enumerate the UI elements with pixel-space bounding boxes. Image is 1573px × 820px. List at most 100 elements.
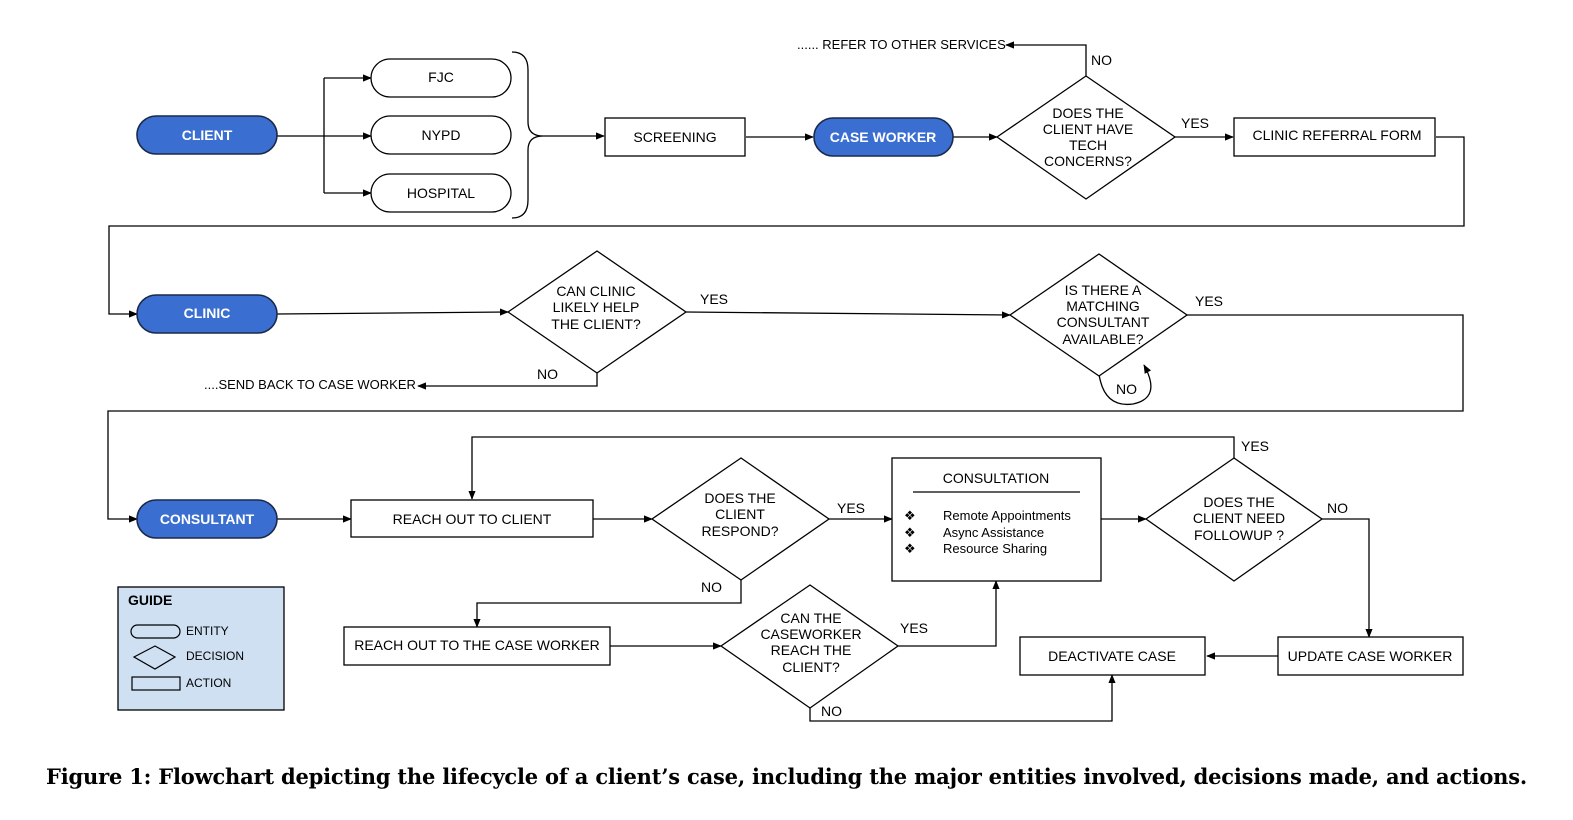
decision-respond-line-2: CLIENT xyxy=(715,506,765,522)
connector-followup-yes xyxy=(468,436,1235,500)
action-update-case-worker-label: UPDATE CASE WORKER xyxy=(1288,648,1453,664)
label-yes-clinic: YES xyxy=(700,291,728,307)
decision-tech-concerns[interactable]: DOES THE CLIENT HAVE TECH CONCERNS? xyxy=(995,75,1177,200)
guide-decision-shape xyxy=(132,645,177,670)
decision-clinic-help-line-3: THE CLIENT? xyxy=(551,316,641,332)
decision-caseworker-line-4: CLIENT? xyxy=(782,659,840,675)
connector-clinic-yes xyxy=(685,311,1011,319)
entity-client-label: CLIENT xyxy=(182,127,233,143)
decision-matching-line-1: IS THERE A xyxy=(1065,282,1142,298)
action-consultation[interactable]: CONSULTATION ❖ Remote Appointments ❖ Asy… xyxy=(891,457,1102,582)
entity-consultant-label: CONSULTANT xyxy=(160,511,255,527)
connector-matching-no-loop xyxy=(1098,364,1152,406)
connector-clinic-no xyxy=(417,373,598,390)
consultation-bullet-3: ❖ xyxy=(904,541,916,556)
entity-case-worker-label: CASE WORKER xyxy=(830,129,937,145)
decision-followup-line-3: FOLLOWUP ? xyxy=(1194,527,1284,543)
brace xyxy=(511,51,544,219)
consultation-bullet-1: ❖ xyxy=(904,508,916,523)
action-deactivate-case[interactable]: DEACTIVATE CASE xyxy=(1019,636,1206,676)
action-update-case-worker[interactable]: UPDATE CASE WORKER xyxy=(1277,636,1464,676)
action-screening[interactable]: SCREENING xyxy=(604,117,746,157)
action-clinic-referral-form[interactable]: CLINIC REFERRAL FORM xyxy=(1233,117,1436,157)
connector-refer-other xyxy=(1005,41,1087,76)
decision-caseworker-line-1: CAN THE xyxy=(780,610,841,626)
decision-respond-line-3: RESPOND? xyxy=(701,523,778,539)
decision-caseworker-reach[interactable]: CAN THE CASEWORKER REACH THE CLIENT? xyxy=(719,584,900,709)
guide-decision-label: DECISION xyxy=(186,649,244,663)
guide-entity-label: ENTITY xyxy=(186,624,229,638)
label-no-matching: NO xyxy=(1116,381,1137,397)
branch-labels: NO YES YES NO YES NO YES NO YES NO YES N… xyxy=(204,37,1348,719)
consultation-title: CONSULTATION xyxy=(943,470,1050,486)
decision-respond-line-1: DOES THE xyxy=(704,490,775,506)
connector-matching-consultant xyxy=(107,314,1464,523)
decision-tech-concerns-line-3: TECH xyxy=(1069,137,1107,153)
decision-followup-line-2: CLIENT NEED xyxy=(1193,510,1285,526)
decision-followup-line-1: DOES THE xyxy=(1203,494,1274,510)
source-hospital-label: HOSPITAL xyxy=(407,185,475,201)
source-hospital[interactable]: HOSPITAL xyxy=(370,173,512,213)
decision-clinic-help[interactable]: CAN CLINIC LIKELY HELP THE CLIENT? xyxy=(506,250,688,374)
entity-client[interactable]: CLIENT xyxy=(136,115,278,155)
decision-matching-consultant[interactable]: IS THERE A MATCHING CONSULTANT AVAILABLE… xyxy=(1008,253,1189,377)
connector-clinic-decision xyxy=(276,308,509,316)
decision-tech-concerns-line-1: DOES THE xyxy=(1052,105,1123,121)
entity-consultant[interactable]: CONSULTANT xyxy=(136,499,278,539)
entity-clinic-label: CLINIC xyxy=(184,305,231,321)
flowchart: CLIENT CASE WORKER CLINIC CONSULTANT FJC… xyxy=(107,37,1465,722)
connector-reach-yes xyxy=(898,580,1000,647)
action-clinic-referral-form-label: CLINIC REFERRAL FORM xyxy=(1252,127,1421,143)
label-no-tech: NO xyxy=(1091,52,1112,68)
decision-matching-line-3: CONSULTANT xyxy=(1057,314,1150,330)
guide-entity-shape xyxy=(130,624,181,639)
label-yes-respond: YES xyxy=(837,500,865,516)
decision-caseworker-line-3: REACH THE xyxy=(771,642,852,658)
connectors xyxy=(107,41,1465,722)
decision-matching-line-4: AVAILABLE? xyxy=(1062,331,1143,347)
source-nypd[interactable]: NYPD xyxy=(370,115,512,155)
consultation-item-3: Resource Sharing xyxy=(943,541,1047,556)
figure-caption: Figure 1: Flowchart depicting the lifecy… xyxy=(46,764,1527,789)
action-reach-out-case-worker[interactable]: REACH OUT TO THE CASE WORKER xyxy=(343,626,611,666)
consultation-bullet-2: ❖ xyxy=(904,525,916,540)
source-fjc[interactable]: FJC xyxy=(370,58,512,98)
label-no-caseworker: NO xyxy=(821,703,842,719)
action-deactivate-case-label: DEACTIVATE CASE xyxy=(1048,648,1176,664)
connector-reach-no xyxy=(809,674,1116,722)
label-send-back-case-worker: ....SEND BACK TO CASE WORKER xyxy=(204,377,416,392)
label-no-followup: NO xyxy=(1327,500,1348,516)
decision-clinic-help-line-1: CAN CLINIC xyxy=(556,283,635,299)
connector-referral-clinic xyxy=(108,136,1465,318)
action-reach-out-client-label: REACH OUT TO CLIENT xyxy=(393,511,552,527)
decision-caseworker-line-2: CASEWORKER xyxy=(760,626,861,642)
decision-tech-concerns-line-2: CLIENT HAVE xyxy=(1043,121,1134,137)
guide-legend: GUIDE ENTITY DECISION ACTION xyxy=(117,586,285,711)
source-nypd-label: NYPD xyxy=(422,127,461,143)
entity-case-worker[interactable]: CASE WORKER xyxy=(813,117,954,157)
label-yes-tech: YES xyxy=(1181,115,1209,131)
label-no-respond: NO xyxy=(701,579,722,595)
label-yes-followup: YES xyxy=(1241,438,1269,454)
connector-followup-no xyxy=(1322,518,1373,638)
connector-respond-no xyxy=(473,580,742,628)
action-reach-out-client[interactable]: REACH OUT TO CLIENT xyxy=(350,499,594,538)
entity-clinic[interactable]: CLINIC xyxy=(136,294,278,334)
guide-action-shape xyxy=(131,676,181,691)
label-yes-caseworker: YES xyxy=(900,620,928,636)
label-yes-matching: YES xyxy=(1195,293,1223,309)
guide-action-label: ACTION xyxy=(186,676,231,690)
decision-matching-line-2: MATCHING xyxy=(1066,298,1140,314)
source-fjc-label: FJC xyxy=(428,69,454,85)
decision-clinic-help-line-2: LIKELY HELP xyxy=(553,299,640,315)
decision-tech-concerns-line-4: CONCERNS? xyxy=(1044,153,1132,169)
consultation-item-2: Async Assistance xyxy=(943,525,1044,540)
guide-title: GUIDE xyxy=(128,592,172,608)
decision-need-followup[interactable]: DOES THE CLIENT NEED FOLLOWUP ? xyxy=(1144,457,1324,582)
action-reach-out-case-worker-label: REACH OUT TO THE CASE WORKER xyxy=(354,637,600,653)
consultation-item-1: Remote Appointments xyxy=(943,508,1071,523)
label-refer-other-services: ...... REFER TO OTHER SERVICES xyxy=(797,37,1006,52)
label-no-clinic: NO xyxy=(537,366,558,382)
action-screening-label: SCREENING xyxy=(633,129,716,145)
decision-client-respond[interactable]: DOES THE CLIENT RESPOND? xyxy=(650,457,831,581)
